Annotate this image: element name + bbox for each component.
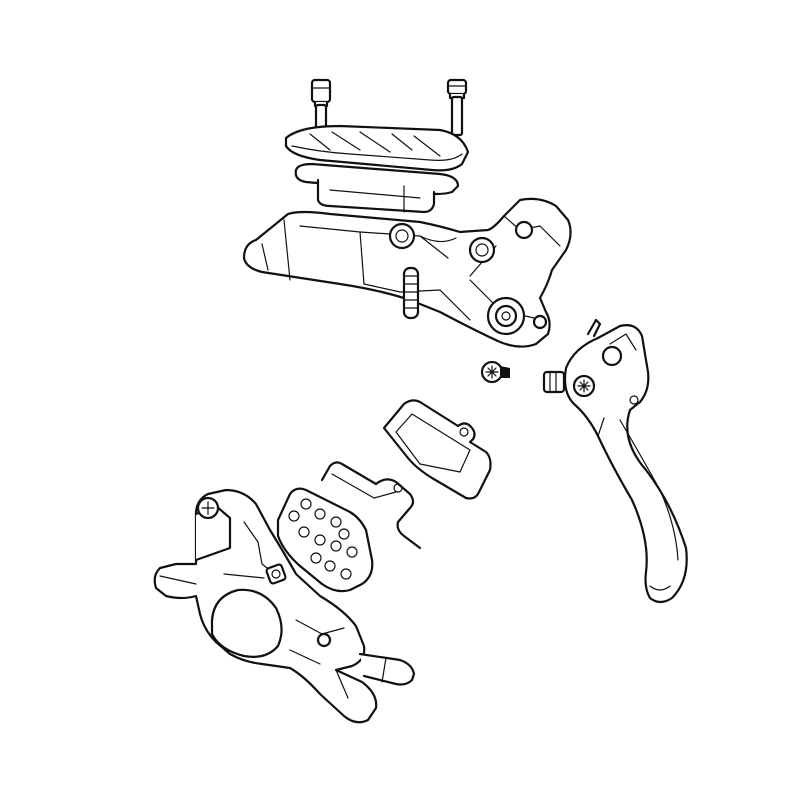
pad-spring-clip [320,461,422,550]
clamp-bolt [388,222,416,250]
master-cylinder-body [242,197,572,348]
barrel-adjuster [402,266,420,320]
bolt-right [446,78,468,137]
reservoir-cover [284,124,470,172]
brake-pad-rear [382,399,492,500]
hose-fitting [358,652,416,686]
caliper-mount-bolt [265,563,287,585]
pivot-bearing [468,236,496,264]
pushrod-nut [542,370,566,394]
brake-lever-blade [542,318,688,604]
reservoir-diaphragm [294,162,460,214]
brake-caliper [153,488,416,724]
pivot-screw [480,360,510,384]
brake-pad-front [276,487,374,593]
reach-adjust-knob [486,296,526,336]
pad-holes [288,498,358,580]
